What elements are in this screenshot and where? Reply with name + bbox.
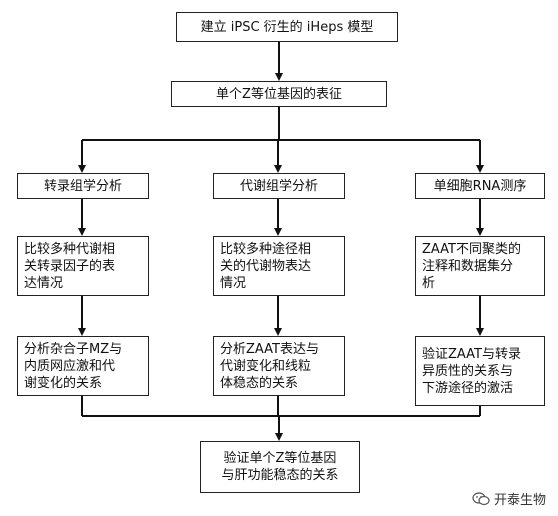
node-col3-low: 验证ZAAT与转录 异质性的关系与 下游途径的激活 bbox=[415, 336, 545, 406]
node-col2-head: 代谢组学分析 bbox=[213, 173, 345, 199]
watermark: 开泰生物 bbox=[472, 489, 546, 508]
node-top: 建立 iPSC 衍生的 iHeps 模型 bbox=[176, 12, 398, 42]
node-col2-mid: 比较多种途径相 关的代谢物表达 情况 bbox=[213, 236, 345, 296]
node-col3-head: 单细胞RNA测序 bbox=[415, 173, 545, 199]
watermark-text: 开泰生物 bbox=[493, 493, 546, 508]
wechat-icon bbox=[472, 491, 490, 505]
node-col1-mid: 比较多种代谢相 关转录因子的表 达情况 bbox=[17, 236, 149, 296]
node-bottom: 验证单个Z等位基因 与肝功能稳态的关系 bbox=[200, 441, 360, 493]
node-col1-low: 分析杂合子MZ与 内质网应激和代 谢变化的关系 bbox=[17, 336, 149, 396]
node-col1-head: 转录组学分析 bbox=[17, 173, 149, 199]
node-col3-mid: ZAAT不同聚类的 注释和数据集分 析 bbox=[415, 236, 545, 296]
node-second: 单个Z等位基因的表征 bbox=[171, 81, 387, 107]
node-col2-low: 分析ZAAT表达与 代谢变化和线粒 体稳态的关系 bbox=[213, 336, 345, 396]
